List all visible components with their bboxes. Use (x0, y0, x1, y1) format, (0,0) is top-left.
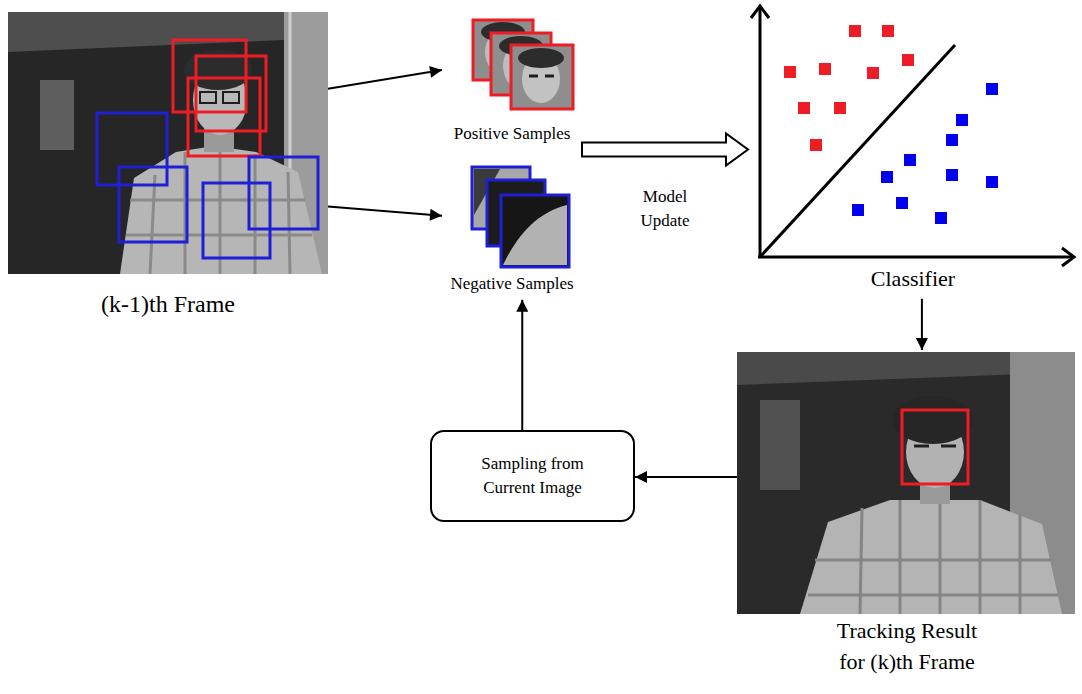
lens (200, 92, 216, 103)
point (956, 114, 968, 126)
crop (511, 45, 573, 109)
block-arrow (582, 133, 748, 165)
sample-group: Positive Samples (442, 16, 582, 158)
point (902, 54, 914, 66)
point (819, 63, 831, 75)
arrow (328, 206, 442, 215)
negative-box (97, 113, 167, 185)
glasses (914, 445, 956, 448)
point (904, 154, 916, 166)
point (896, 197, 908, 209)
tracking-photo (737, 352, 1075, 614)
positive-crops (473, 20, 573, 109)
plaid (808, 500, 1058, 614)
negative-box (203, 183, 270, 258)
positive-boxes (173, 40, 266, 156)
hair (518, 48, 564, 68)
point (881, 171, 893, 183)
frame-photo (8, 12, 328, 274)
hallway-end (760, 400, 800, 490)
sample-group: Negative Samples (442, 162, 582, 300)
process-box: Sampling from Current Image (430, 430, 635, 522)
caption: Negative Samples (450, 272, 573, 296)
point (852, 204, 864, 216)
positive-points (784, 25, 914, 151)
negative-boxes (97, 113, 318, 258)
photo-ground (737, 352, 1075, 614)
negative-crops (472, 167, 569, 267)
point (867, 67, 879, 79)
box-text: Sampling from Current Image (468, 452, 598, 500)
positive-box (173, 40, 246, 112)
arrow (521, 300, 523, 430)
frame-image: (k-1)th Frame (8, 12, 328, 326)
point (810, 139, 822, 151)
negative-box (119, 167, 187, 242)
ceiling (8, 12, 328, 52)
point (986, 176, 998, 188)
x-axis (758, 256, 1073, 259)
classifier-plot (751, 6, 1074, 266)
edge-label: Model Update (635, 185, 695, 233)
hair (893, 396, 973, 444)
shirt (800, 500, 1062, 614)
hallway-end (40, 80, 74, 150)
crop (501, 195, 569, 267)
decision-line (760, 45, 955, 257)
point (946, 169, 958, 181)
positive-box (196, 56, 266, 131)
positive-box (188, 78, 260, 156)
point (849, 25, 861, 37)
y-axis (759, 7, 762, 258)
point (834, 102, 846, 114)
arrow (635, 476, 737, 478)
photo-ground (8, 12, 328, 274)
axis-head (751, 6, 769, 18)
shirt (120, 146, 322, 274)
negative-points (852, 83, 998, 224)
caption: Tracking Result for (k)th Frame (830, 616, 985, 678)
classifier-plot: Classifier (748, 2, 1078, 299)
axis-head (1062, 248, 1074, 266)
arrow (328, 70, 442, 89)
point (784, 66, 796, 78)
result-image: Tracking Result for (k)th Frame (737, 350, 1077, 686)
caption: Classifier (871, 264, 955, 295)
point (935, 212, 947, 224)
point (882, 25, 894, 37)
glasses (200, 92, 239, 103)
shirt (503, 205, 567, 265)
point (798, 102, 810, 114)
edge-label-box: Model Update (635, 185, 695, 233)
tracking-box (902, 410, 968, 484)
point (946, 134, 958, 146)
glasses (529, 75, 554, 78)
point (986, 83, 998, 95)
negative-box (249, 157, 318, 229)
lens (223, 92, 239, 103)
caption: (k-1)th Frame (101, 288, 235, 322)
arrow (921, 299, 923, 350)
caption: Positive Samples (454, 122, 571, 146)
